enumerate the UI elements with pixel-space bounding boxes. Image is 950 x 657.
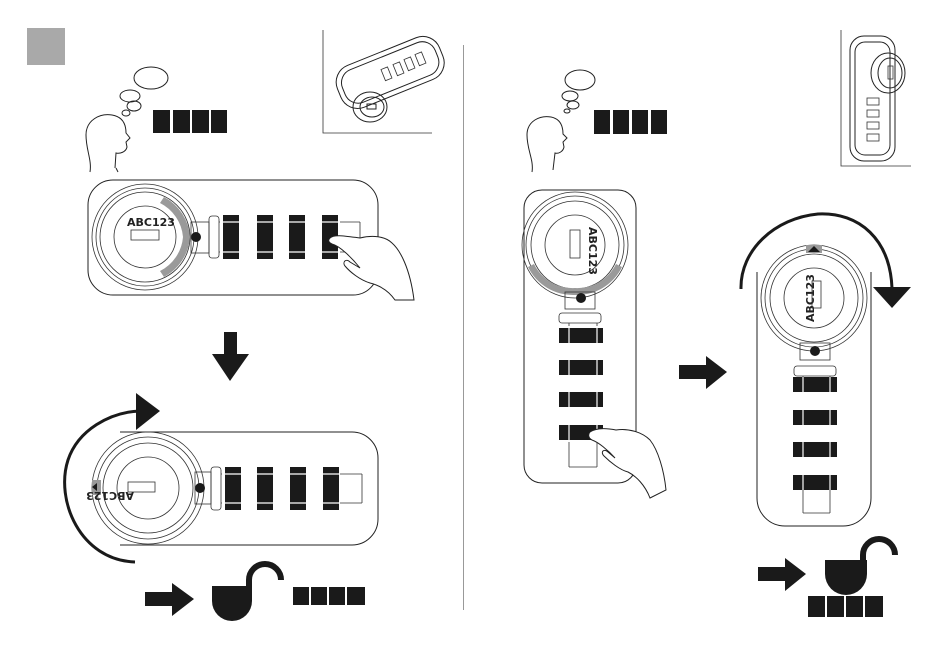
hand-icon [589,429,666,498]
rotate-clockwise-arrow-icon [65,411,140,562]
code-boxes [153,110,227,133]
unlocked-result [758,539,895,617]
lock-vertical-set: ABC123 [522,190,666,498]
combination-wheels [222,467,340,510]
combination-wheels [793,377,837,490]
thinking-head-icon [527,70,595,172]
right-arrow-icon [758,558,806,591]
key-code-label-rotated: ABC123 [86,489,134,502]
code-boxes [594,110,667,134]
right-arrow-icon [145,583,194,616]
open-padlock-icon [825,539,895,595]
product-inset-horizontal [323,30,450,133]
code-boxes [808,596,883,617]
key-code-label-vertical: ABC123 [586,227,599,275]
lock-vertical-turn: ABC123 [741,214,911,526]
code-boxes [293,587,365,605]
key-code-label: ABC123 [127,216,175,229]
down-arrow-icon [212,332,249,381]
right-arrow-icon [679,356,727,389]
left-panel: ABC123 [65,30,450,621]
right-panel: ABC123 [522,30,911,617]
product-inset-vertical [841,30,911,166]
open-padlock-icon [212,564,281,621]
combination-wheels [220,215,340,259]
lock-horizontal-set: ABC123 [88,180,414,300]
hand-icon [329,236,414,300]
combination-wheels [559,326,603,442]
lock-horizontal-turn: ABC123 [65,393,378,562]
unlocked-result [145,564,365,621]
